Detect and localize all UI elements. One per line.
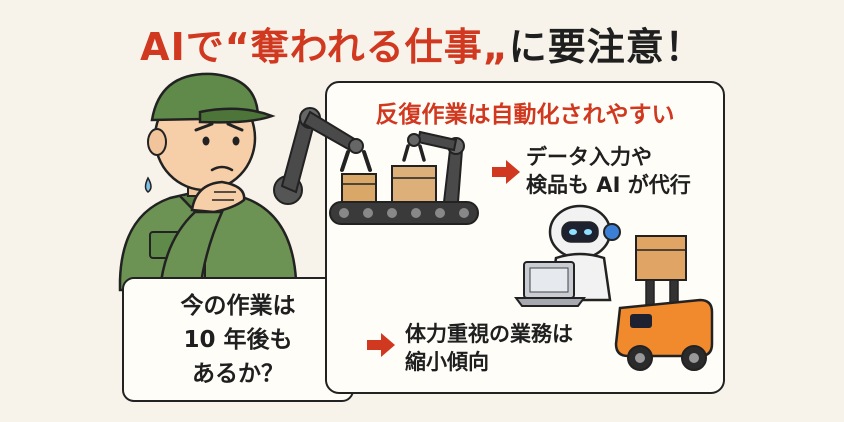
title-part-2: “奪われる仕事„ [224,25,509,69]
note-data-entry: データ入力や 検品も AI が代行 [526,143,691,199]
note-data-entry-line-1: データ入力や [526,145,652,169]
arrow-right-icon [492,160,520,184]
note-data-entry-line-2: 検品も AI が代行 [526,173,691,197]
panel-heading: 反復作業は自動化されやすい [375,102,675,128]
question-line-1: 今の作業は [180,293,296,319]
question-box: 今の作業は 10 年後も あるか？ [122,277,354,402]
question-line-2: 10 年後も [183,327,293,353]
note-physical-work-line-2: 縮小傾向 [405,350,489,374]
note-physical-work: 体力重視の業務は 縮小傾向 [405,320,573,376]
arrow-right-icon [367,333,395,357]
title-part-1: AIで [140,25,225,69]
title-part-3: に要注意！ [508,25,704,69]
question-line-3: あるか？ [192,361,284,387]
note-physical-work-line-1: 体力重視の業務は [405,322,573,346]
page-title: AIで“奪われる仕事„に要注意！ [0,16,844,71]
